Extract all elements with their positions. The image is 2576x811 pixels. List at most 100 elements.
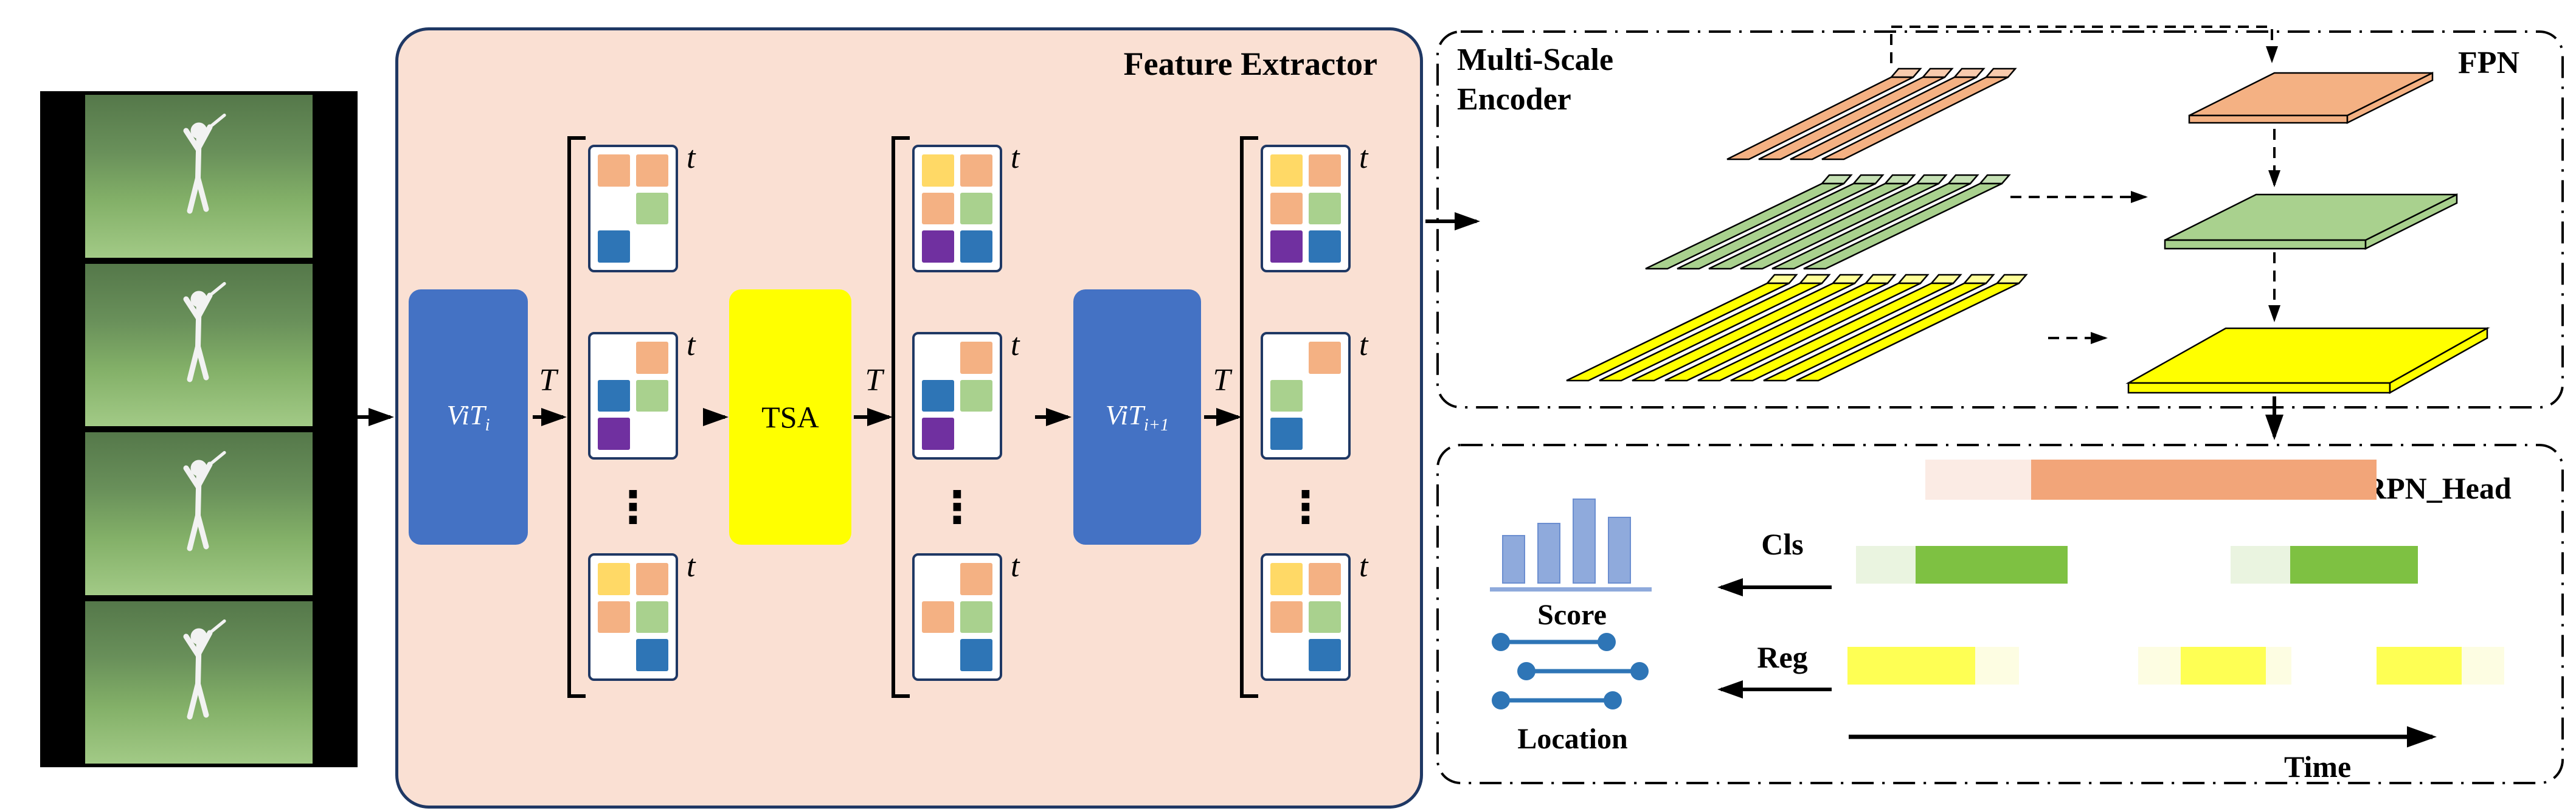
token-bracket — [567, 136, 586, 698]
golf-photo — [85, 95, 313, 258]
token-grid — [912, 553, 1002, 681]
token-cell — [922, 154, 954, 187]
token-cell — [636, 342, 668, 374]
score-baseline — [1490, 587, 1652, 592]
proposal-segment — [2031, 460, 2377, 500]
proposal-bar — [1925, 460, 2377, 500]
token-rod — [1664, 282, 1888, 382]
token-cell-empty — [598, 342, 630, 374]
token-rod — [1821, 76, 2009, 160]
vertical-ellipsis: ⋮ — [935, 481, 979, 533]
token-cell — [1270, 379, 1303, 412]
token-rod-cap — [1953, 67, 1986, 78]
token-rod — [1758, 76, 1945, 160]
token-grid — [1261, 145, 1351, 272]
fpn-plane-yellow-side — [2389, 326, 2488, 395]
token-cell — [1270, 418, 1303, 450]
fpn-plane-green-side — [2364, 193, 2458, 250]
token-cell — [1309, 601, 1341, 633]
token-cell — [598, 601, 630, 633]
token-cell-empty — [636, 230, 668, 263]
token-cell — [636, 192, 668, 225]
token-cell-empty — [1270, 639, 1303, 671]
fpn-plane-orange-edge — [2188, 114, 2349, 124]
token-cell — [960, 379, 992, 412]
token-cell — [1309, 342, 1341, 374]
proposal-segment — [1847, 647, 1975, 685]
token-rod-cap — [1889, 67, 1922, 78]
proposal-segment — [2266, 647, 2291, 685]
token-rod — [1645, 182, 1844, 270]
token-count-label-T: T — [539, 363, 557, 398]
token-cell-empty — [922, 342, 954, 374]
multiscale-encoder-title: Multi-Scale Encoder — [1457, 43, 1614, 117]
token-cell — [636, 379, 668, 412]
token-cell — [636, 154, 668, 187]
token-grid — [588, 145, 678, 272]
proposal-segment — [2231, 546, 2290, 584]
score-bar — [1537, 523, 1560, 584]
token-rod-cap — [1852, 174, 1885, 185]
dashed-arrow-orange-feed — [1890, 26, 2278, 63]
video-frame — [40, 599, 358, 765]
video-frame — [40, 94, 358, 259]
score-bar — [1573, 499, 1596, 584]
proposal-segment — [2377, 647, 2462, 685]
fpn-plane-green-edge — [2164, 239, 2367, 250]
token-cell — [598, 230, 630, 263]
time-label: Time — [2284, 750, 2352, 784]
token-cell — [1309, 563, 1341, 595]
token-cell-empty — [960, 418, 992, 450]
token-grid — [1261, 553, 1351, 681]
token-rod — [1632, 282, 1855, 382]
token-cell — [960, 601, 992, 633]
score-bars — [1502, 499, 1631, 584]
golf-photo — [85, 432, 313, 595]
token-cell — [1309, 230, 1341, 263]
tsa-block: TSA — [729, 289, 851, 545]
vertical-ellipsis: ⋮ — [611, 481, 655, 533]
token-rod-cap — [1765, 274, 1798, 285]
token-rod-cap — [1820, 174, 1853, 185]
token-rod — [1790, 76, 1977, 160]
proposal-segment — [1916, 546, 2068, 584]
token-cell — [960, 639, 992, 671]
token-count-label-T: T — [865, 363, 883, 398]
proposal-segment — [2181, 647, 2266, 685]
token-grid — [588, 553, 678, 681]
token-bracket — [892, 136, 910, 698]
token-rod-cap — [1897, 274, 1930, 285]
token-rod — [1803, 182, 2003, 270]
token-cell — [598, 418, 630, 450]
token-column-1: t t t ⋮ — [567, 136, 728, 698]
tsa-label: TSA — [761, 400, 819, 434]
token-rod-cap — [1978, 174, 2011, 185]
token-cell-empty — [1309, 418, 1341, 450]
token-cell — [922, 230, 954, 263]
token-cell — [1270, 230, 1303, 263]
token-count-label-T: T — [1213, 363, 1231, 398]
token-cell — [636, 639, 668, 671]
token-cell-empty — [1309, 380, 1341, 412]
token-rod — [1697, 282, 1921, 382]
golf-photo — [85, 601, 313, 764]
token-rod-cap — [1915, 174, 1948, 185]
feature-extractor-box: Feature Extractor — [395, 27, 1423, 809]
token-bracket — [1240, 136, 1258, 698]
token-cell — [922, 379, 954, 412]
token-cell — [1309, 154, 1341, 187]
token-cell — [598, 379, 630, 412]
token-grid — [588, 332, 678, 460]
token-cell — [922, 418, 954, 450]
fpn-label: FPN — [2458, 46, 2520, 80]
proposal-segment — [2290, 546, 2418, 584]
fpn-plane-orange — [2189, 72, 2433, 117]
token-rod-cap — [1995, 274, 2028, 285]
score-bar — [1502, 535, 1525, 584]
token-rod — [1771, 182, 1971, 270]
time-step-label-t: t — [1011, 328, 1020, 362]
time-step-label-t: t — [687, 140, 696, 175]
token-rod — [1566, 282, 1790, 382]
token-cell — [960, 154, 992, 187]
fpn-plane-orange-side — [2346, 71, 2434, 125]
